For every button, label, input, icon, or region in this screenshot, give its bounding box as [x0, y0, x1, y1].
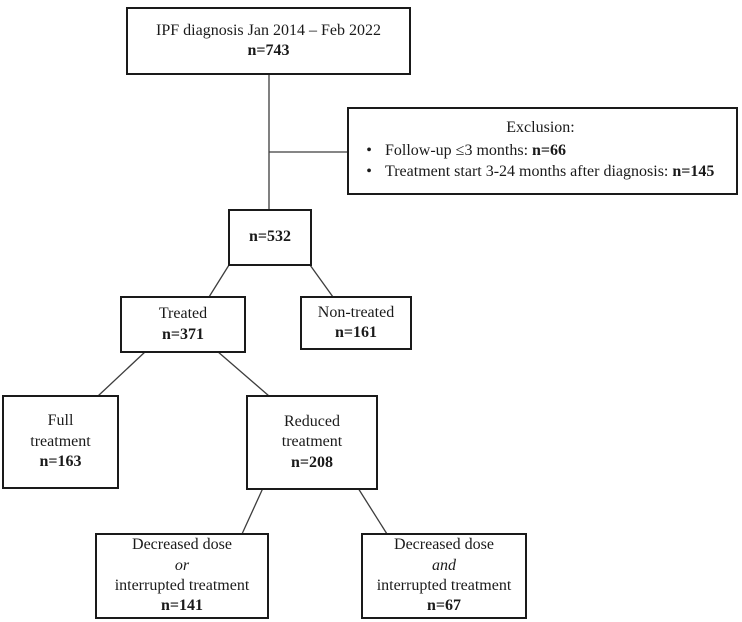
- exclusion-followup-label: Follow-up ≤3 months:: [385, 141, 533, 159]
- reduced-treatment-label-line1: Reduced: [284, 412, 340, 430]
- box-treated: Treated n=371: [120, 296, 246, 353]
- decreased-and-conjunction: and: [432, 556, 456, 574]
- box-reduced-treatment: Reduced treatment n=208: [246, 395, 378, 490]
- ipf-diagnosis-label: IPF diagnosis Jan 2014 – Feb 2022: [156, 21, 381, 39]
- cohort-count: n=532: [248, 228, 291, 246]
- exclusion-item-treatment-start: • Treatment start 3-24 months after diag…: [353, 161, 728, 182]
- nontreated-label: Non-treated: [317, 303, 395, 321]
- bullet-icon: •: [366, 141, 372, 159]
- box-cohort: n=532: [228, 209, 312, 266]
- exclusion-item-text: Follow-up ≤3 months: n=66: [385, 140, 566, 161]
- box-decreased-and-interrupted: Decreased dose and interrupted treatment…: [361, 533, 527, 619]
- exclusion-followup-count: n=66: [532, 141, 567, 159]
- connector-reduced-to-or: [241, 487, 264, 535]
- exclusion-title: Exclusion:: [506, 119, 575, 137]
- exclusion-item-followup: • Follow-up ≤3 months: n=66: [353, 140, 728, 161]
- box-exclusion: Exclusion: • Follow-up ≤3 months: n=66 •…: [347, 107, 738, 195]
- decreased-or-line1: Decreased dose: [132, 536, 232, 554]
- treated-label: Treated: [158, 305, 208, 323]
- decreased-and-line1: Decreased dose: [394, 536, 494, 554]
- decreased-and-count: n=67: [426, 597, 461, 615]
- treated-count: n=371: [161, 325, 204, 343]
- full-treatment-label-line1: Full: [47, 412, 74, 430]
- nontreated-count: n=161: [334, 324, 377, 341]
- exclusion-treatment-start-label: Treatment start 3-24 months after diagno…: [385, 162, 673, 180]
- full-treatment-count: n=163: [39, 453, 82, 471]
- connector-reduced-to-and: [357, 487, 388, 535]
- box-ipf-diagnosis: IPF diagnosis Jan 2014 – Feb 2022 n=743: [126, 7, 411, 75]
- decreased-or-conjunction: or: [174, 556, 190, 574]
- decreased-or-count: n=141: [160, 597, 203, 615]
- box-nontreated: Non-treated n=161: [300, 296, 412, 350]
- exclusion-treatment-start-count: n=145: [672, 162, 715, 180]
- connector-treated-to-full: [97, 350, 147, 397]
- reduced-treatment-count: n=208: [290, 453, 333, 471]
- reduced-treatment-label-line2: treatment: [281, 433, 343, 451]
- decreased-or-line2: interrupted treatment: [114, 577, 250, 594]
- connector-cohort-to-nontreated: [309, 264, 334, 298]
- box-decreased-or-interrupted: Decreased dose or interrupted treatment …: [95, 533, 269, 619]
- full-treatment-label-line2: treatment: [30, 432, 91, 450]
- connector-cohort-to-treated: [208, 264, 230, 298]
- ipf-diagnosis-count: n=743: [247, 42, 290, 59]
- connector-treated-to-reduced: [216, 350, 270, 397]
- bullet-icon: •: [366, 162, 372, 180]
- decreased-and-line2: interrupted treatment: [376, 577, 512, 594]
- exclusion-item-text: Treatment start 3-24 months after diagno…: [385, 161, 714, 182]
- box-full-treatment: Full treatment n=163: [2, 395, 119, 489]
